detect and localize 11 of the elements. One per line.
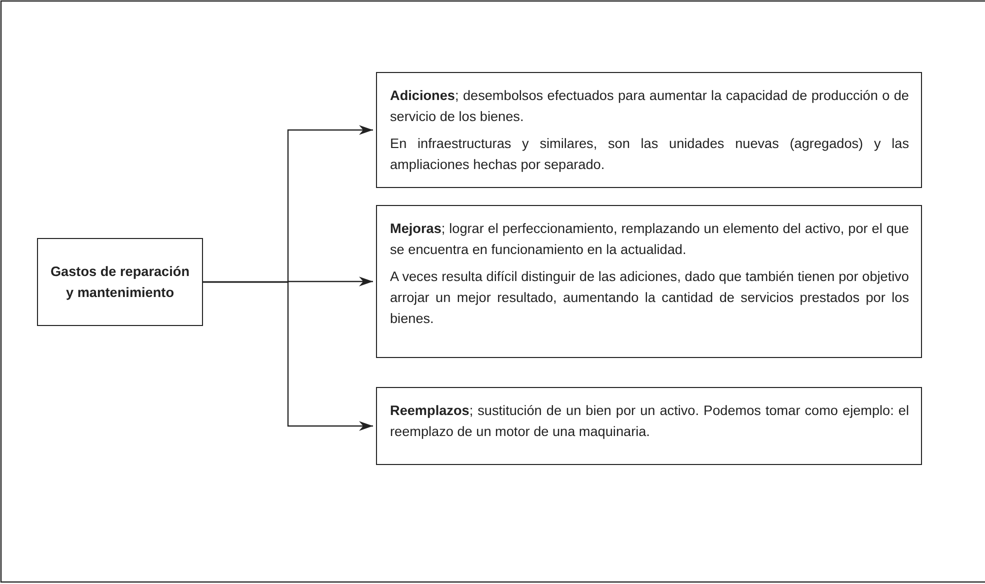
- description-text: Reemplazos; sustitución de un bien por un activo. Podemos tomar como ejemplo: el reemplazo de un motor de una maquinaria.: [390, 402, 909, 441]
- connector-arrow: [203, 281, 373, 431]
- description-text: En infraestructuras y similares, son las unidades nuevas (agregados) y las ampliaciones hechas por separado.: [390, 135, 909, 174]
- description-text: A veces resulta difícil distinguir de las adiciones, dado que también tienen por objetivo arrojar un mejor resultado, aumentando la cantidad de servicios prestados por los bienes.: [390, 268, 909, 328]
- description-box: [376, 205, 922, 358]
- topic-box: [37, 238, 203, 326]
- description-text: Adiciones; desembolsos efectuados para aumentar la capacidad de producción o de servicio de los bienes.: [390, 87, 909, 126]
- description-text: Mejoras; lograr el perfeccionamiento, remplazando un elemento del activo, por el que se encuentra en funcionamiento en la actualidad.: [390, 220, 909, 259]
- topic-label: Gastos de reparación y mantenimiento: [49, 263, 190, 302]
- description-box: [376, 387, 922, 465]
- description-box: [376, 72, 922, 188]
